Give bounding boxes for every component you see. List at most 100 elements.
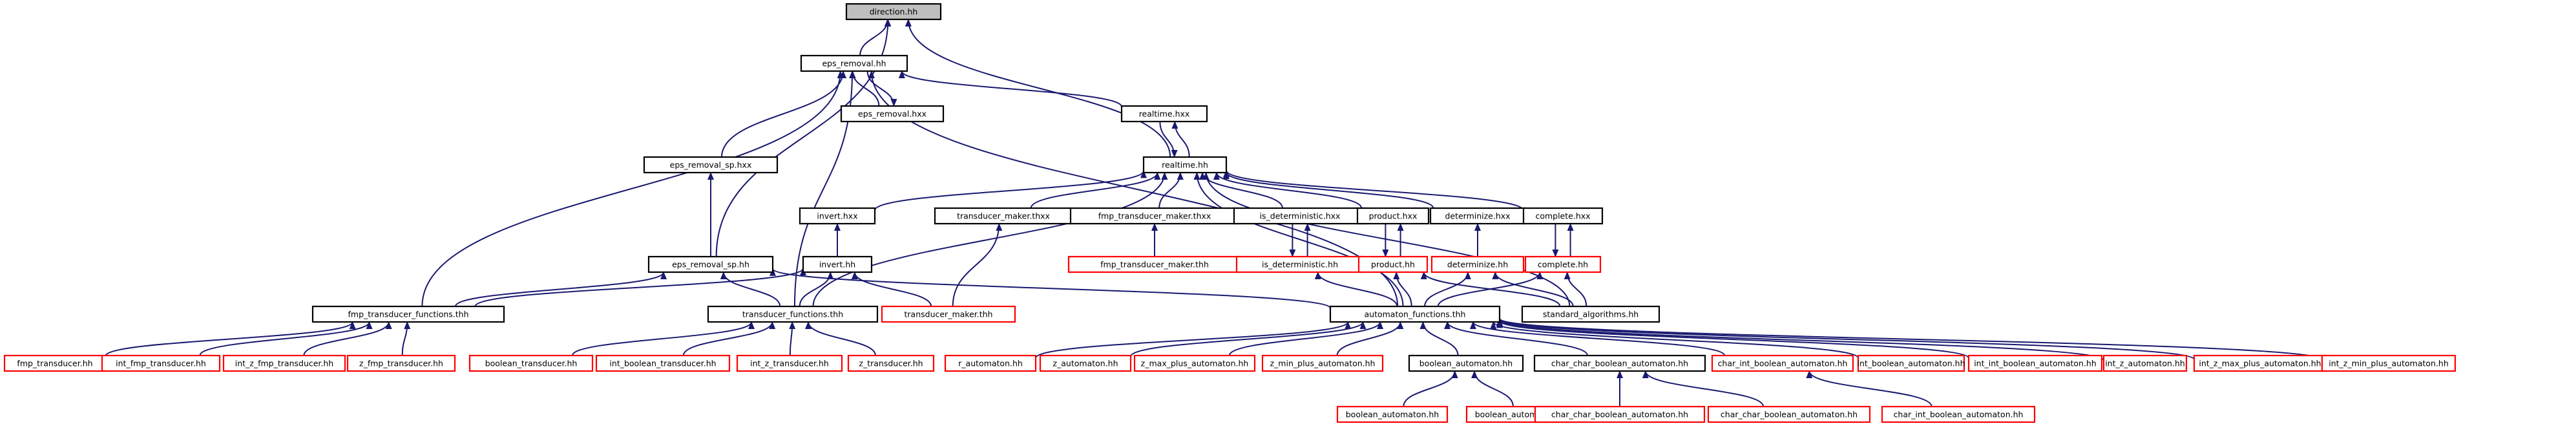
- node-z-max-plus-automaton[interactable]: z_max_plus_automaton.hh: [1133, 354, 1256, 372]
- node-boolean-transducer[interactable]: boolean_transducer.hh: [468, 354, 594, 372]
- node-box: [1120, 105, 1208, 123]
- node-char-char-boolean-automaton-1[interactable]: char_char_boolean_automaton.hh: [1534, 405, 1706, 423]
- node-box: [847, 354, 935, 372]
- node-is-deterministic-hh[interactable]: is_deterministic.hh: [1235, 255, 1365, 273]
- edge-z_transducer-to-transducer_functions: [805, 321, 876, 356]
- node-product-hxx[interactable]: product.hxx: [1356, 207, 1430, 225]
- node-box: [1261, 354, 1384, 372]
- node-label: boolean_automaton.hh: [1419, 359, 1513, 368]
- node-z-fmp-transducer[interactable]: z_fmp_transducer.hh: [346, 354, 456, 372]
- node-product-hh[interactable]: product.hh: [1357, 255, 1429, 273]
- node-label: is_deterministic.hh: [1262, 260, 1338, 270]
- node-box: [1039, 354, 1132, 372]
- node-label: automaton_functions.thh: [1365, 310, 1466, 319]
- node-eps-removal-sp[interactable]: eps_removal_sp.hh: [647, 255, 774, 273]
- node-char-char-boolean-automaton-2[interactable]: char_char_boolean_automaton.hh: [1707, 405, 1871, 423]
- node-direction[interactable]: direction.hh: [845, 3, 942, 21]
- node-fmp-transducer-functions[interactable]: fmp_transducer_functions.thh: [311, 305, 505, 323]
- node-label: determinize.hh: [1447, 260, 1508, 270]
- node-is-deterministic-hxx[interactable]: is_deterministic.hxx: [1233, 207, 1367, 225]
- edge-standard_algorithms-to-realtime: [1202, 172, 1571, 307]
- node-label: realtime.hxx: [1139, 109, 1190, 119]
- edge-standard_algorithms-to-determinize_hh: [1492, 272, 1574, 307]
- node-standard-algorithms[interactable]: standard_algorithms.hh: [1521, 305, 1660, 323]
- node-int-boolean-automaton[interactable]: int_boolean_automaton.hh: [1857, 354, 1965, 372]
- edge-boolean_automaton_2-to-boolean_automaton_hh: [1471, 370, 1514, 407]
- node-transducer-maker-thxx[interactable]: transducer_maker.thxx: [934, 207, 1073, 225]
- node-complete-hh[interactable]: complete.hh: [1524, 255, 1602, 273]
- node-label: eps_removal.hh: [822, 59, 886, 69]
- node-fmp-transducer-maker-thxx[interactable]: fmp_transducer_maker.thxx: [1069, 207, 1240, 225]
- node-label: char_int_boolean_automaton.hh: [1894, 410, 2024, 420]
- node-realtime[interactable]: realtime.hh: [1142, 156, 1228, 174]
- node-char-int-boolean-automaton-2[interactable]: char_int_boolean_automaton.hh: [1881, 405, 2036, 423]
- node-z-transducer[interactable]: z_transducer.hh: [847, 354, 935, 372]
- node-int-z-max-plus-automaton[interactable]: int_z_max_plus_automaton.hh: [2193, 354, 2327, 372]
- edges-layer: [105, 19, 2323, 407]
- edge-automaton_functions-to-eps_removal_sp: [770, 268, 1331, 309]
- node-invert[interactable]: invert.hh: [802, 255, 873, 273]
- edge-fmp_transducer_functions-to-invert: [474, 268, 806, 307]
- node-label: char_char_boolean_automaton.hh: [1551, 359, 1688, 368]
- node-box: [311, 305, 505, 323]
- node-label: invert.hxx: [817, 211, 857, 221]
- node-char-int-boolean-automaton[interactable]: char_int_boolean_automaton.hh: [1711, 354, 1854, 372]
- node-determinize-hh[interactable]: determinize.hh: [1430, 255, 1525, 273]
- node-eps-removal[interactable]: eps_removal.hh: [800, 54, 908, 72]
- node-box: [346, 354, 456, 372]
- node-complete-hxx[interactable]: complete.hxx: [1522, 207, 1604, 225]
- edge-automaton_functions-to-is_deterministic_hh: [1314, 272, 1398, 307]
- node-int-z-min-plus-automaton[interactable]: int_z_min_plus_automaton.hh: [2321, 354, 2456, 372]
- node-box: [1967, 354, 2103, 372]
- edge-realtime-to-realtime_hxx: [1171, 121, 1190, 158]
- node-int-int-boolean-automaton[interactable]: int_int_boolean_automaton.hh: [1967, 354, 2103, 372]
- node-box: [222, 354, 346, 372]
- node-label: complete.hh: [1538, 260, 1588, 270]
- edge-fmp_transducer_functions-to-eps_removal_sp: [454, 272, 667, 307]
- node-label: int_boolean_transducer.hh: [609, 359, 716, 368]
- node-fmp-transducer[interactable]: fmp_transducer.hh: [3, 354, 107, 372]
- node-transducer-functions[interactable]: transducer_functions.thh: [707, 305, 879, 323]
- node-fmp-transducer-maker-thh[interactable]: fmp_transducer_maker.thh: [1067, 255, 1242, 273]
- node-realtime-hxx[interactable]: realtime.hxx: [1120, 105, 1208, 123]
- edge-complete_hxx-to-realtime: [1223, 169, 1524, 211]
- node-boolean-automaton-hh[interactable]: boolean_automaton.hh: [1408, 354, 1524, 372]
- node-int-fmp-transducer[interactable]: int_fmp_transducer.hh: [101, 354, 221, 372]
- node-int-z-transducer[interactable]: int_z_transducer.hh: [736, 354, 843, 372]
- node-z-min-plus-automaton[interactable]: z_min_plus_automaton.hh: [1261, 354, 1384, 372]
- node-label: int_fmp_transducer.hh: [116, 359, 206, 368]
- node-label: eps_removal_sp.hh: [672, 260, 749, 270]
- node-label: int_z_transducer.hh: [750, 359, 829, 368]
- node-eps-removal-sp-hxx[interactable]: eps_removal_sp.hxx: [643, 156, 779, 174]
- node-label: fmp_transducer_maker.thh: [1100, 260, 1209, 270]
- node-eps-removal-hxx[interactable]: eps_removal.hxx: [840, 105, 945, 123]
- edge-int_z_fmp_transducer-to-fmp_transducer_functions: [303, 321, 392, 356]
- node-automaton-functions[interactable]: automaton_functions.thh: [1329, 305, 1501, 323]
- node-box: [101, 354, 221, 372]
- node-int-boolean-transducer[interactable]: int_boolean_transducer.hh: [595, 354, 731, 372]
- edge-boolean_transducer-to-transducer_functions: [571, 321, 755, 356]
- node-int-z-automaton[interactable]: int_z_automaton.hh: [2102, 354, 2188, 372]
- node-determinize-hxx[interactable]: determinize.hxx: [1429, 207, 1526, 225]
- node-int-z-fmp-transducer[interactable]: int_z_fmp_transducer.hh: [222, 354, 346, 372]
- edge-int_boolean_transducer-to-transducer_functions: [682, 321, 776, 356]
- node-invert-hxx[interactable]: invert.hxx: [799, 207, 876, 225]
- node-label: z_fmp_transducer.hh: [359, 359, 443, 368]
- node-char-char-boolean-automaton[interactable]: char_char_boolean_automaton.hh: [1533, 354, 1706, 372]
- node-label: boolean_automaton.hh: [1346, 410, 1439, 420]
- edge-boolean_automaton_1-to-boolean_automaton_hh: [1403, 370, 1458, 407]
- edge-z_max_plus_automaton-to-automaton_functions: [1228, 321, 1384, 356]
- node-transducer-maker-thh[interactable]: transducer_maker.thh: [881, 305, 1016, 323]
- node-label: realtime.hh: [1162, 160, 1208, 170]
- node-label: fmp_transducer.hh: [17, 359, 92, 368]
- node-boolean-automaton-1[interactable]: boolean_automaton.hh: [1336, 405, 1449, 423]
- edge-int_z_min_plus_automaton-to-automaton_functions: [1496, 317, 2323, 361]
- node-box: [1235, 255, 1365, 273]
- node-r-automaton[interactable]: r_automaton.hh: [944, 354, 1037, 372]
- edge-int_z_transducer-to-transducer_functions: [789, 321, 796, 356]
- edge-int_boolean_automaton-to-automaton_functions: [1490, 321, 1859, 359]
- edge-r_automaton-to-automaton_functions: [1035, 321, 1352, 359]
- edge-fmp_transducer_maker_thxx-to-realtime: [1158, 172, 1184, 209]
- node-z-automaton[interactable]: z_automaton.hh: [1039, 354, 1132, 372]
- node-box: [1329, 305, 1501, 323]
